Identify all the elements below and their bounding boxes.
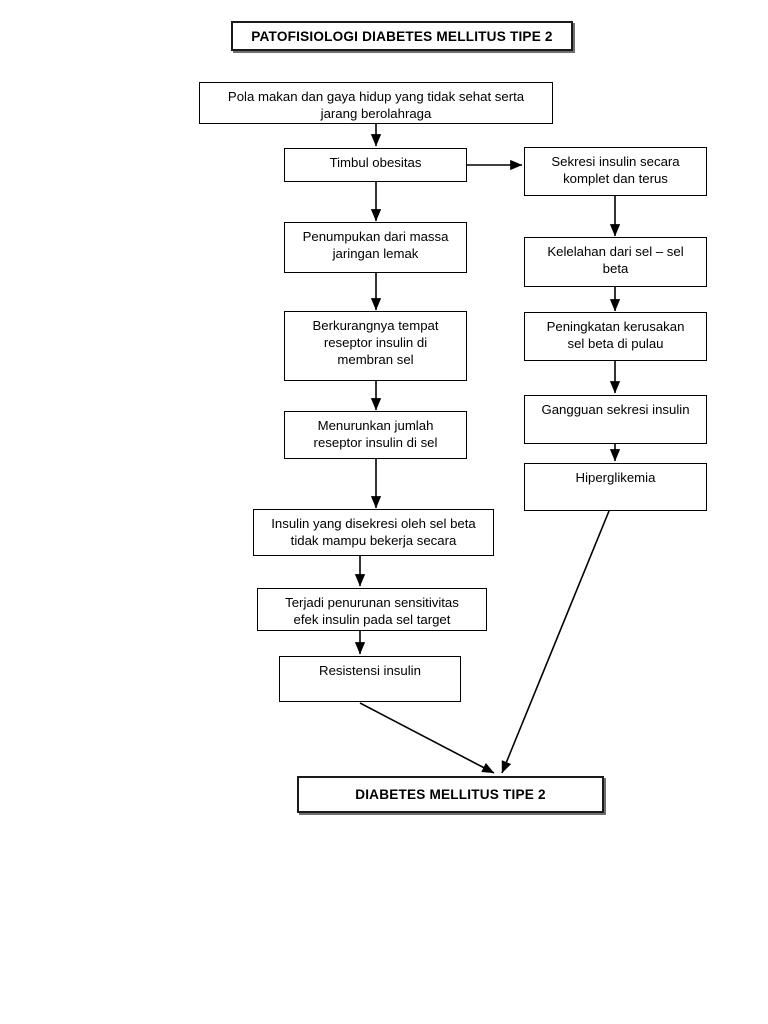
node-resistensi-insulin-label: Resistensi insulin <box>319 663 421 678</box>
edge-r5-outcome <box>501 510 610 774</box>
node-peningkatan-kerusakan: Peningkatan kerusakan sel beta di pulau <box>524 312 707 361</box>
node-pola-makan: Pola makan dan gaya hidup yang tidak seh… <box>199 82 553 124</box>
node-outcome-diabetes: DIABETES MELLITUS TIPE 2 <box>297 776 604 813</box>
node-pola-makan-label: Pola makan dan gaya hidup yang tidak seh… <box>227 89 525 121</box>
node-sekresi-insulin-label: Sekresi insulin secara komplet dan terus <box>551 154 680 186</box>
node-timbul-obesitas-label: Timbul obesitas <box>329 155 422 170</box>
node-outcome-diabetes-label: DIABETES MELLITUS TIPE 2 <box>355 787 546 802</box>
diagram-title-box: PATOFISIOLOGI DIABETES MELLITUS TIPE 2 <box>231 21 573 51</box>
node-berkurangnya-reseptor-label: Berkurangnya tempat reseptor insulin di … <box>312 318 439 367</box>
node-menurunkan-jumlah-reseptor-label: Menurunkan jumlah reseptor insulin di se… <box>313 418 438 450</box>
node-penumpukan-massa-label: Penumpukan dari massa jaringan lemak <box>302 229 449 261</box>
node-hiperglikemia-label: Hiperglikemia <box>575 470 656 485</box>
node-hiperglikemia: Hiperglikemia <box>524 463 707 511</box>
node-penurunan-sensitivitas: Terjadi penurunan sensitivitas efek insu… <box>257 588 487 631</box>
node-gangguan-sekresi: Gangguan sekresi insulin <box>524 395 707 444</box>
node-insulin-disekresi-label: Insulin yang disekresi oleh sel beta tid… <box>271 516 476 548</box>
node-menurunkan-jumlah-reseptor: Menurunkan jumlah reseptor insulin di se… <box>284 411 467 459</box>
node-penumpukan-massa: Penumpukan dari massa jaringan lemak <box>284 222 467 273</box>
node-peningkatan-kerusakan-label: Peningkatan kerusakan sel beta di pulau <box>546 319 685 351</box>
node-kelelahan-sel-beta: Kelelahan dari sel – sel beta <box>524 237 707 287</box>
node-kelelahan-sel-beta-label: Kelelahan dari sel – sel beta <box>547 244 684 276</box>
node-resistensi-insulin: Resistensi insulin <box>279 656 461 702</box>
node-timbul-obesitas: Timbul obesitas <box>284 148 467 182</box>
node-insulin-disekresi: Insulin yang disekresi oleh sel beta tid… <box>253 509 494 556</box>
node-berkurangnya-reseptor: Berkurangnya tempat reseptor insulin di … <box>284 311 467 381</box>
diagram-title-text: PATOFISIOLOGI DIABETES MELLITUS TIPE 2 <box>251 28 553 44</box>
edge-n8-outcome <box>359 702 495 774</box>
node-gangguan-sekresi-label: Gangguan sekresi insulin <box>541 402 690 417</box>
node-sekresi-insulin: Sekresi insulin secara komplet dan terus <box>524 147 707 196</box>
node-penurunan-sensitivitas-label: Terjadi penurunan sensitivitas efek insu… <box>285 595 459 627</box>
